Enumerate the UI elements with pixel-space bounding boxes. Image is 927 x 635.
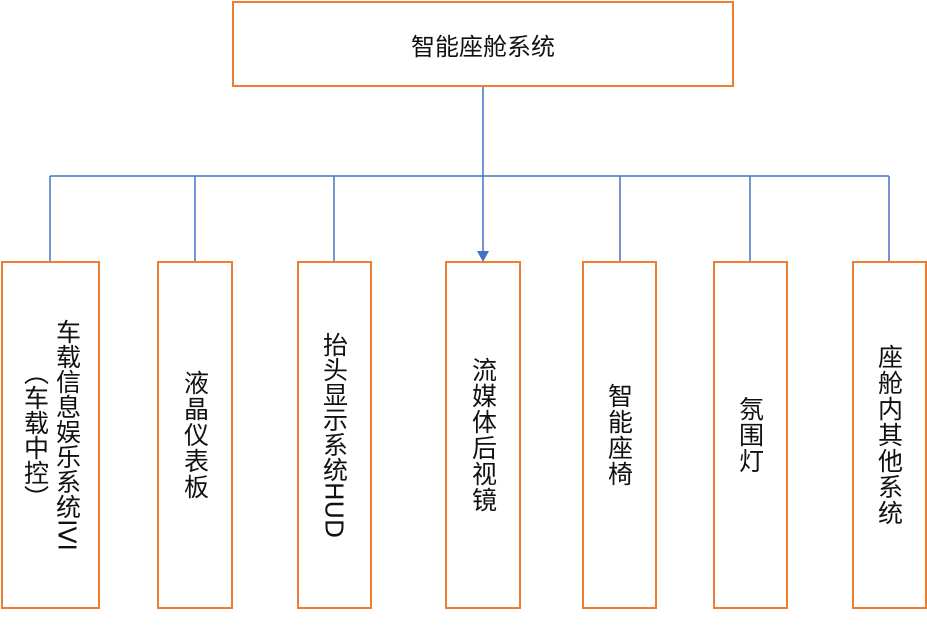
child-node-label: 抬头显示系统HUD <box>319 331 349 539</box>
root-node-box: 智能座舱系统 <box>232 1 734 87</box>
child-node-label: 氛围灯 <box>735 396 765 474</box>
root-node-label: 智能座舱系统 <box>411 32 555 61</box>
child-node-hud: 抬头显示系统HUD <box>297 261 372 609</box>
child-node-ambient-light: 氛围灯 <box>713 261 788 609</box>
child-node-label: 智能座椅 <box>604 383 634 487</box>
child-node-ivi: 车载信息娱乐系统IVI （车载中控） <box>1 261 100 609</box>
child-node-label: 流媒体后视镜 <box>468 357 498 513</box>
child-node-label: 车载信息娱乐系统IVI <box>52 319 82 551</box>
child-node-other-systems: 座舱内其他系统 <box>852 261 927 609</box>
child-node-smart-seat: 智能座椅 <box>582 261 657 609</box>
child-node-sublabel: （车载中控） <box>20 360 50 510</box>
child-node-label: 液晶仪表板 <box>180 370 210 500</box>
child-node-streaming-mirror: 流媒体后视镜 <box>445 261 521 609</box>
arrowhead <box>477 251 489 262</box>
child-node-lcd-cluster: 液晶仪表板 <box>157 261 233 609</box>
child-node-label: 座舱内其他系统 <box>874 344 904 526</box>
